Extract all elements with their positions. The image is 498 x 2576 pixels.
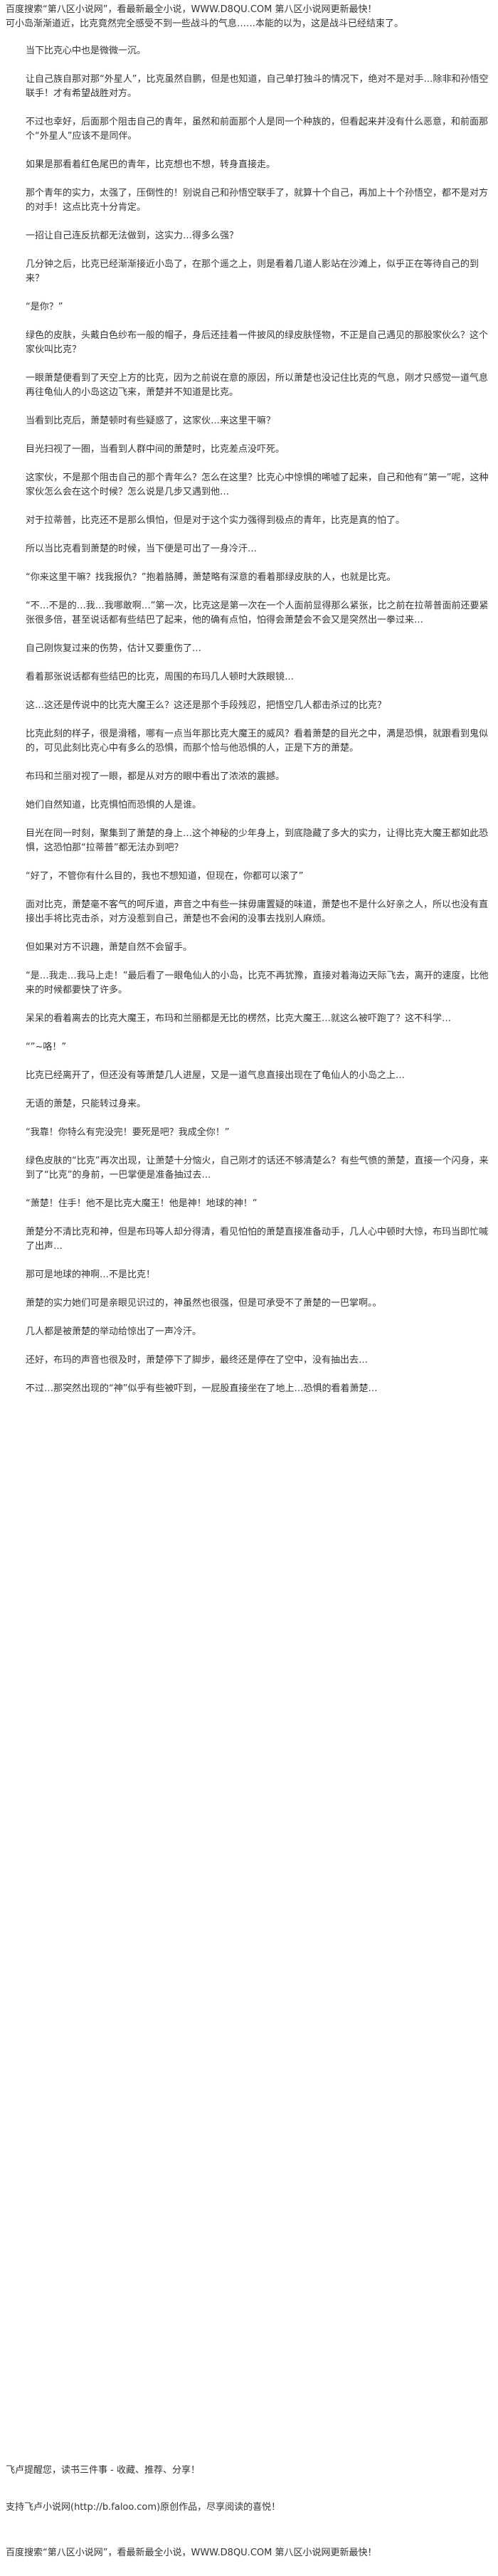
- paragraph: 但如果对方不识趣，萧楚自然不会留手。: [26, 942, 193, 953]
- paragraph: 让自己族自那对那“外星人”，比克虽然自鹏，但是也知道，自己单打独斗的情况下，绝对…: [26, 74, 489, 99]
- paragraph: 目光扫视了一圈，当看到人群中间的萧楚时，比克差点没吓死。: [26, 444, 285, 455]
- paragraph: 一招让自己连反抗都无法做到，这实力…得多么强？: [26, 231, 239, 241]
- paragraph: 这…这还是传说中的比克大魔王么？这还是那个手段残忍，把悟空几人都击杀过的比克？: [26, 700, 387, 711]
- header: 百度搜索“第八区小说网”，看最新最全小说，WWW.D8QU.COM 第八区小说网…: [6, 3, 492, 31]
- paragraph: 萧楚的实力她们可是亲眼见识过的，神虽然也很强，但是可承受不了萧楚的一巴掌啊。。: [26, 1298, 382, 1309]
- paragraph: 那个青年的实力，太强了，压倒性的！别说自己和孙悟空联手了，就算十个自己，再加上十…: [26, 188, 489, 213]
- paragraph: 所以当比克看到萧楚的时候，当下便是可出了一身冷汗…: [26, 544, 258, 554]
- paragraph: “萧楚！住手！他不是比克大魔王！他是神！地球的神！”: [26, 1198, 258, 1209]
- cta-text: 飞卢提醒您，读书三件事 - 收藏、推荐、分享！: [6, 2465, 200, 2476]
- paragraph: 她们自然知道，比克惧怕而恐惧的人是谁。: [26, 800, 202, 811]
- paragraph: 萧楚分不清比克和神，但是布玛等人却分得清，看见怕怕的萧楚直接准备动手，几人心中顿…: [26, 1227, 489, 1252]
- paragraph: 绿色皮肤的“比克”再次出现，让萧楚十分恼火，自己刚才的话还不够清楚么？有些气愤的…: [26, 1156, 489, 1181]
- paragraph: 如果是那看着红色尾巴的青年，比克想也不想，转身直接走。: [26, 159, 276, 170]
- paragraph: “好了，不管你有什么目的，我也不想知道，但现在，你都可以滚了”: [26, 871, 304, 882]
- paragraph: 看着那张说话都有些结巴的比克，周围的布玛几人顿时大跌眼镜…: [26, 672, 295, 682]
- paragraph: 几分钟之后，比克已经渐渐接近小岛了，在那个遥之上，则是看着几道人影站在沙滩上，似…: [26, 259, 480, 284]
- paragraph: “我靠！你特么有完没完！要死是吧？我成全你！”: [26, 1127, 230, 1138]
- paragraph: 布玛和兰丽对视了一眼，都是从对方的眼中看出了浓浓的震撼。: [26, 771, 285, 782]
- paragraph: 面对比克，萧楚毫不客气的呵斥道，声音之中有些一抹毋庸置疑的味道，萧楚也不是什么好…: [26, 899, 489, 924]
- paragraph: 呆呆的看着离去的比克大魔王，布玛和兰丽都是无比的楞然，比克大魔王…就这么被吓跑了…: [26, 1013, 452, 1024]
- paragraph: 还好，布玛的声音也很及时，萧楚停下了脚步，最终还是停在了空中，没有抽出去…: [26, 1355, 369, 1366]
- paragraph: “是你？”: [26, 302, 63, 312]
- chapter-body: 当下比克心中也是微微一沉。 让自己族自那对那“外星人”，比克虽然自鹏，但是也知道…: [0, 44, 498, 1396]
- paragraph: 无语的萧楚，只能转过身来。: [26, 1099, 147, 1109]
- paragraph: 当看到比克后，萧楚顿时有些疑惑了，这家伙…来这里干嘛？: [26, 416, 276, 426]
- paragraph: 自己刚恢复过来的伤势，估计又要重伤了…: [26, 643, 202, 654]
- header-line: 百度搜索“第八区小说网”，看最新最全小说，WWW.D8QU.COM 第八区小说网…: [6, 4, 377, 15]
- paragraph: 绿色的皮肤，头戴白色纱布一般的帽子，身后还挂着一件披风的绿皮肤怪物，不正是自己遇…: [26, 330, 489, 355]
- paragraph: 比克已经离开了，但还没有等萧楚几人进屋，又是一道气息直接出现在了龟仙人的小岛之上…: [26, 1070, 406, 1081]
- paragraph: 一眼萧楚便看到了天空上方的比克，因为之前说在意的原因，所以萧楚也没记住比克的气息…: [26, 373, 489, 398]
- paragraph: 不过…那突然出现的“神”似乎有些被吓到，一屁股直接坐在了地上…恐惧的看着萧楚…: [26, 1383, 378, 1394]
- paragraph: “”~咯！”: [26, 1042, 67, 1052]
- paragraph: “是…我走…我马上走！”最后看了一眼龟仙人的小岛，比克不再犹豫，直接对着海边天际…: [26, 971, 489, 996]
- paragraph: 对于拉蒂普，比克还不是那么惧怕，但是对于这个实力强得到极点的青年，比克是真的怕了…: [26, 515, 406, 526]
- header-line: 可小岛渐渐道近，比克竟然完全感受不到一些战斗的气息……本能的以为，这是战斗已经结…: [6, 19, 404, 29]
- paragraph: 几人都是被萧楚的举动给惊出了一声冷汗。: [26, 1326, 202, 1337]
- support-text: 支持飞卢小说网(http://b.faloo.com)原创作品，尽享阅读的喜悦！: [6, 2502, 281, 2513]
- paragraph: “不…不是的…我…我哪敢啊…”第一次，比克这是第一次在一个人面前显得那么紧张，比…: [26, 601, 489, 625]
- paragraph: 当下比克心中也是微微一沉。: [26, 46, 147, 56]
- paragraph: “你来这里干嘛？找我报仇？”抱着胳膊，萧楚略有深意的看着那绿皮肤的人，也就是比克…: [26, 572, 396, 583]
- paragraph: 那可是地球的神啊…不是比克！: [26, 1269, 156, 1280]
- paragraph: 比克此刻的样子，很是滑稽，哪有一点当年那比克大魔王的威风？看着萧楚的目光之中，满…: [26, 729, 489, 754]
- footer: 百度搜索“第八区小说网”，看最新最全小说，WWW.D8QU.COM 第八区小说网…: [6, 2548, 377, 2558]
- paragraph: 这家伙，不是那个阻击自己的那个青年么？怎么在这里？比克心中惊惧的唏嘘了起来，自己…: [26, 473, 489, 497]
- paragraph: 目光在同一时刻，聚集到了萧楚的身上…这个神秘的少年身上，到底隐藏了多大的实力，让…: [26, 828, 489, 853]
- paragraph: 不过也幸好，后面那个阻击自己的青年，虽然和前面那个人是同一个种族的，但看起来并没…: [26, 117, 489, 142]
